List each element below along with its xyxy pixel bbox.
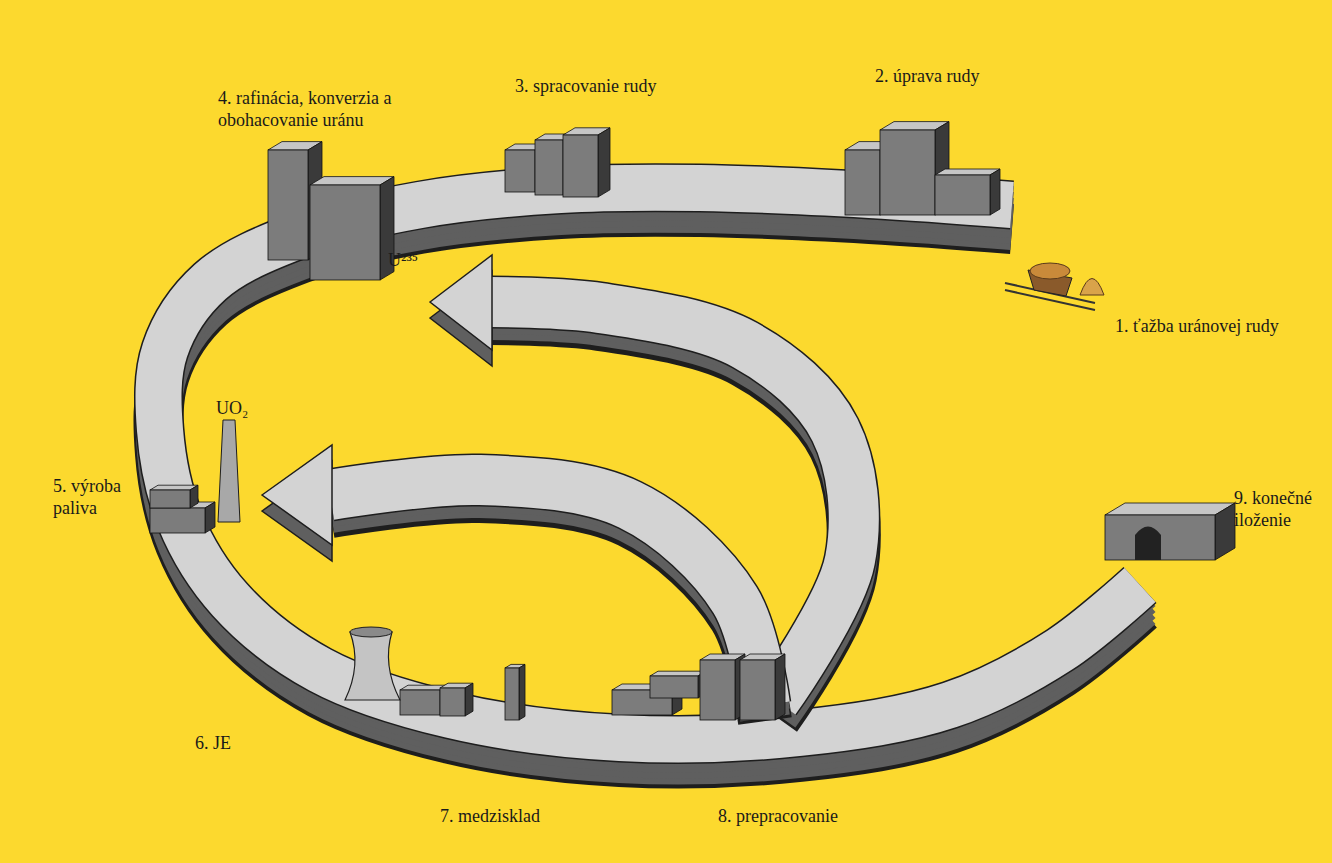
block-front [935,175,990,215]
block-front [845,150,880,215]
tower-body [345,632,400,700]
stage-label: U²³⁵ [388,250,418,272]
stage-label: 7. medzisklad [440,806,540,828]
block-side [190,485,198,508]
stage-label: 9. konečné iloženie [1234,488,1326,531]
block-front [505,668,519,720]
band-edge [158,188,1140,740]
building-block [1105,503,1235,560]
cooling-tower [345,627,400,700]
block-side [990,169,1000,215]
block-side [598,128,610,197]
block-side [205,502,215,533]
cycle-band [158,188,1140,764]
block-top [650,671,706,676]
block-side [1215,503,1235,560]
block-front [740,660,775,720]
block-front [268,150,308,260]
block-front [880,130,935,215]
return-arrows [262,255,854,721]
plant-buildings [150,122,1235,720]
building-block [505,664,525,720]
block-front [505,150,535,192]
stage-label: 6. JE [195,733,231,755]
block-front [535,140,563,195]
ore-heap [1080,279,1104,296]
stage-label: 5. výroba paliva [53,476,148,519]
building-block [150,485,198,508]
block-front [700,660,735,720]
building-block [440,683,473,716]
stage-label: 2. úprava rudy [875,66,979,88]
block-side [519,664,525,720]
building-block [700,654,745,720]
ore [1030,263,1070,279]
stage-label: UO₂ [216,398,248,420]
block-side [775,654,785,720]
building-block [650,671,706,698]
arrow-head [262,445,332,545]
block-front [150,508,205,533]
arrow-head [430,255,492,350]
building-block [563,128,610,197]
repository-opening [1135,527,1161,561]
building-block [740,654,785,720]
mine-cart [1005,263,1104,310]
block-front [400,690,440,715]
block-front [150,490,190,508]
stage-label: 3. spracovanie rudy [515,76,656,98]
building-block [935,169,1000,215]
block-front [650,676,698,698]
block-front [563,135,598,197]
block-side [465,683,473,716]
block-front [310,185,380,280]
block-top [935,169,1000,175]
stage-label: 8. prepracovanie [718,806,838,828]
building-block [310,177,394,280]
stage-label: 1. ťažba uránovej rudy [1115,316,1279,338]
tower-top [350,627,392,637]
stage-label: 4. rafinácia, konverzia a obohacovanie u… [218,88,433,131]
block-top [1105,503,1235,515]
block-front [1105,515,1215,560]
chimney [218,420,240,522]
block-front [440,688,465,716]
band-top [158,188,1140,740]
